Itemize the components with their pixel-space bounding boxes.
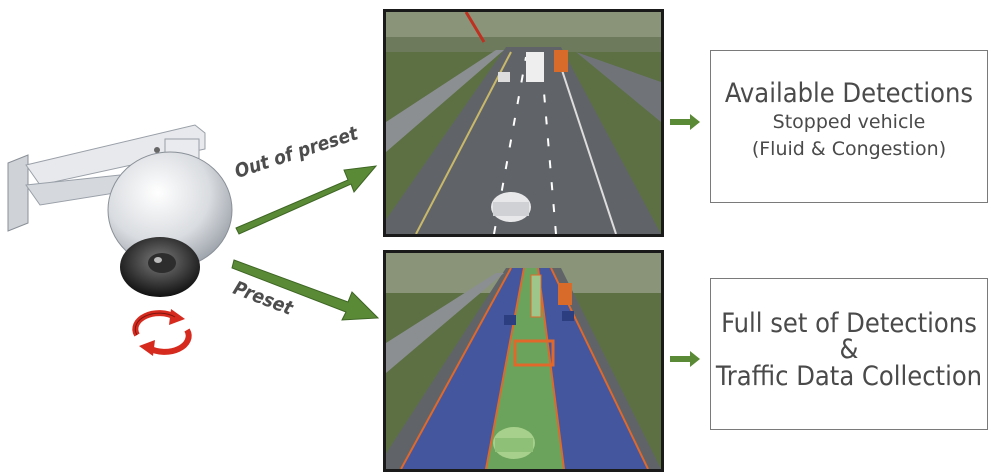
out-of-preset-arrow (235, 165, 378, 235)
full-detections-line: Traffic Data Collection (715, 361, 983, 392)
full-detections-line: Full set of Detections (721, 308, 977, 339)
detections-line: Stopped vehicle (772, 111, 926, 133)
traffic-image-out-of-preset (383, 9, 664, 237)
full-detections-box: Full set of Detections & Traffic Data Co… (710, 278, 988, 430)
preset-arrow (231, 259, 380, 321)
available-detections-title: Available Detections (724, 78, 974, 109)
arrow-right-icon (670, 114, 700, 130)
arrow-right-icon (670, 351, 700, 367)
detections-line: (Fluid & Congestion) (751, 138, 947, 160)
full-detections-line: & (839, 334, 859, 365)
ptz-camera-icon (7, 124, 233, 297)
traffic-image-preset (383, 250, 664, 472)
rotate-arrows-icon (132, 309, 192, 356)
available-detections-box: Available Detections Stopped vehicle (Fl… (710, 50, 988, 203)
